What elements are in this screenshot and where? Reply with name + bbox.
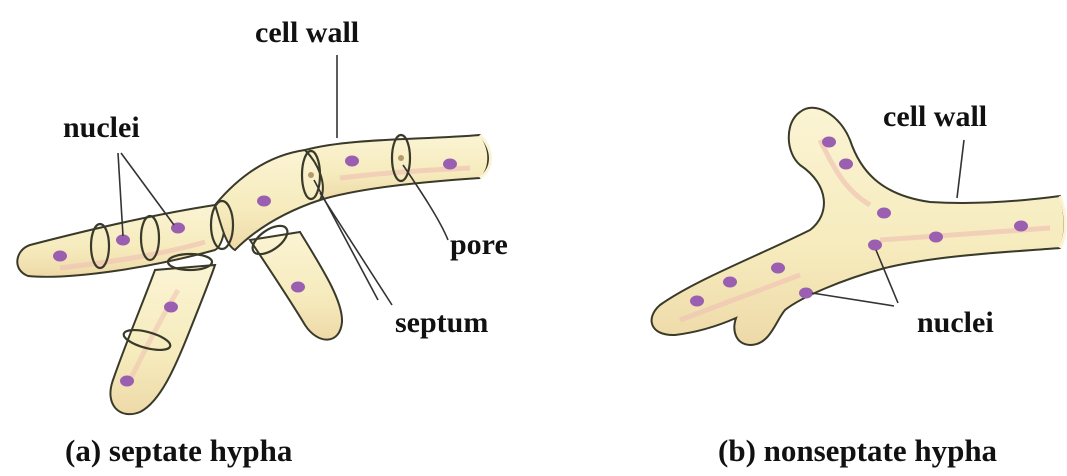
purple-dot-icon xyxy=(771,263,785,274)
purple-dot-icon xyxy=(53,251,67,262)
caption-septate: (a) septate hypha xyxy=(65,433,293,468)
label-pore: pore xyxy=(450,228,508,261)
label-nuclei-b: nuclei xyxy=(917,306,994,339)
purple-dot-icon xyxy=(443,159,457,170)
purple-dot-icon xyxy=(929,232,943,243)
purple-dot-icon xyxy=(291,282,305,293)
purple-dot-icon xyxy=(723,277,737,288)
purple-dot-icon xyxy=(868,240,882,251)
label-septum: septum xyxy=(395,306,488,339)
label-cell-wall-b: cell wall xyxy=(883,100,987,133)
purple-dot-icon xyxy=(690,296,704,307)
nonseptate-hypha: cell wall nuclei (b) nonseptate hypha xyxy=(652,100,1066,468)
purple-dot-icon xyxy=(822,137,836,148)
purple-dot-icon xyxy=(164,302,178,313)
label-nuclei-a: nuclei xyxy=(63,111,140,144)
pore-dot xyxy=(398,155,404,161)
purple-dot-icon xyxy=(799,288,813,299)
purple-dot-icon xyxy=(1014,221,1028,232)
purple-dot-icon xyxy=(257,196,271,207)
leader-cell-wall-b xyxy=(957,140,964,198)
purple-dot-icon xyxy=(120,376,134,387)
purple-dot-icon xyxy=(839,159,853,170)
purple-dot-icon xyxy=(116,235,130,246)
leader-nuclei-b-2 xyxy=(812,293,894,306)
septate-hypha: cell wall nuclei pore septum (a) septate… xyxy=(17,16,507,468)
caption-nonseptate: (b) nonseptate hypha xyxy=(718,433,998,468)
purple-dot-icon xyxy=(345,156,359,167)
label-cell-wall-a: cell wall xyxy=(255,16,359,49)
purple-dot-icon xyxy=(877,208,891,219)
leader-nuclei-2 xyxy=(121,153,174,225)
pore-dot xyxy=(308,172,314,178)
